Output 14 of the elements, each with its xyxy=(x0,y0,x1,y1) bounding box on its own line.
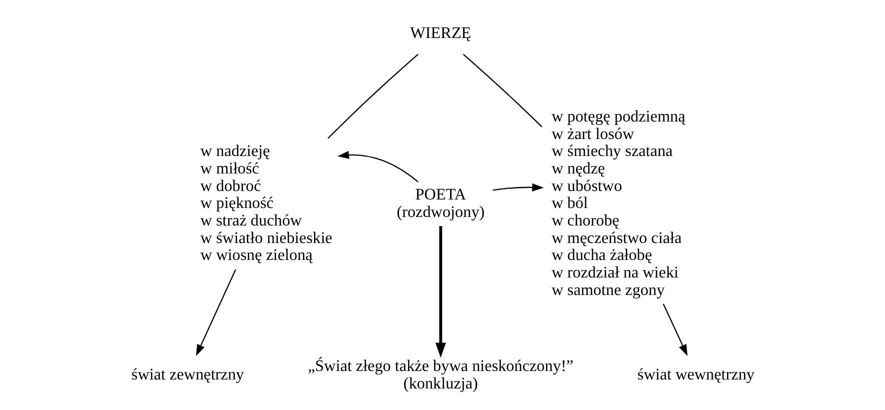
arrow xyxy=(662,304,688,356)
node-text: świat wewnętrzny xyxy=(636,366,754,384)
connector xyxy=(327,54,418,139)
node-text: w nadzieję w miłość w dobroć w piękność w straż duchów w światło niebieskie w wiosnę zieloną xyxy=(200,143,332,264)
arrow xyxy=(196,269,236,356)
node-text: POETA (rozdwojony) xyxy=(396,186,484,221)
node-text: „Świat złego także bywa nieskończony!” (konkluzja) xyxy=(307,358,573,392)
connector xyxy=(462,54,542,128)
node-text: w potęgę podziemną w żart losów w śmiechy szatana w nędzę w ubóstwo w ból w chorobę w męczeństwo ciała w ducha żałobę w rozdział na wieki w samotne zgony xyxy=(551,108,685,299)
node-text: świat zewnętrzny xyxy=(130,366,244,384)
arrow xyxy=(336,150,418,182)
arrow xyxy=(492,183,544,192)
arrow xyxy=(434,226,446,358)
node-text: WIERZĘ xyxy=(410,24,471,42)
